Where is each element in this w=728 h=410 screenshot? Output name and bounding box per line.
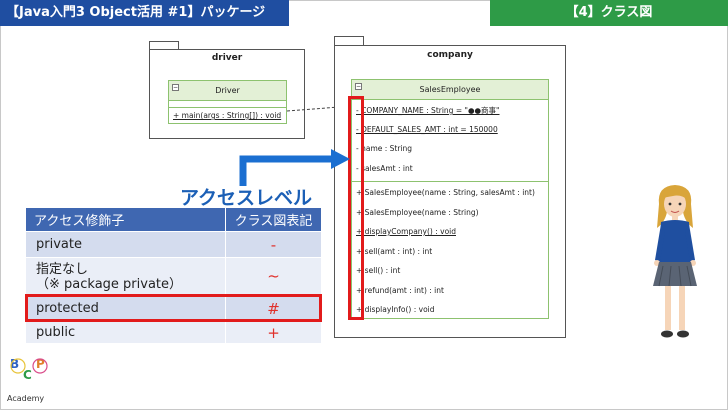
- modifier-cell: 指定なし （※ package private）: [25, 257, 226, 296]
- collapse-icon: −: [172, 84, 179, 91]
- table-row: public +: [25, 321, 322, 344]
- attribute-default-sales-amt: - DEFAULT_SALES_AMT : int = 150000: [356, 125, 498, 134]
- collapse-icon: −: [355, 83, 362, 90]
- method-refund: + refund(amt : int) : int: [356, 286, 444, 295]
- sales-employee-header: − SalesEmployee: [352, 80, 548, 100]
- symbol-cell: +: [225, 321, 322, 344]
- driver-package-tab: [149, 41, 179, 50]
- table-row: private -: [25, 231, 322, 258]
- driver-method: + main(args : String[]) : void: [173, 111, 282, 120]
- driver-class-name: Driver: [215, 86, 240, 95]
- method-display-company: + displayCompany() : void: [356, 227, 456, 236]
- header-notation: クラス図表記: [225, 207, 322, 232]
- logo-letter-c: C: [23, 368, 32, 382]
- symbol-cell: -: [225, 231, 322, 258]
- bcp-academy-logo: B C P Academy: [5, 356, 51, 408]
- sales-employee-class: − SalesEmployee - COMPANY_NAME : String …: [351, 79, 549, 319]
- sales-employee-divider: [352, 181, 548, 182]
- table-header-row: アクセス修飾子 クラス図表記: [25, 207, 322, 232]
- method-sell: + sell() : int: [356, 266, 401, 275]
- protected-row-highlight: [25, 294, 322, 322]
- company-package-tab: [334, 36, 364, 46]
- sales-employee-class-name: SalesEmployee: [419, 85, 481, 94]
- logo-shape: [10, 358, 48, 374]
- driver-class-header: − Driver: [169, 81, 286, 101]
- lesson-title-banner: 【Java入門3 Object活用 #1】パッケージ: [0, 0, 289, 26]
- symbol-cell: ~: [225, 257, 322, 296]
- logo-letter-p: P: [36, 357, 45, 371]
- driver-class: − Driver + main(args : String[]) : void: [168, 80, 287, 124]
- modifier-line2: （※ package private）: [36, 276, 183, 292]
- attribute-sales-amt: - salesAmt : int: [356, 164, 413, 173]
- modifier-cell: private: [25, 231, 226, 258]
- logo-letter-b: B: [10, 357, 20, 371]
- driver-class-divider: [169, 107, 286, 108]
- driver-package-name: driver: [211, 53, 243, 63]
- modifier-line1: 指定なし: [36, 261, 89, 277]
- presenter-illustration: [653, 185, 697, 338]
- visibility-column-highlight: [348, 96, 364, 320]
- header-modifier: アクセス修飾子: [25, 207, 226, 232]
- method-constructor-1: + SalesEmployee(name : String): [356, 208, 479, 217]
- pointer-arrow: [239, 149, 350, 186]
- modifier-cell: public: [25, 321, 226, 344]
- attribute-name: - name : String: [356, 144, 413, 153]
- table-row: 指定なし （※ package private） ~: [25, 257, 322, 296]
- method-sell-amt: + sell(amt : int) : int: [356, 247, 433, 256]
- attribute-company-name: - COMPANY_NAME : String = "●●商事": [356, 106, 500, 115]
- method-display-info: + displayInfo() : void: [356, 305, 435, 314]
- logo-text: Academy: [7, 394, 45, 403]
- method-constructor-2: + SalesEmployee(name : String, salesAmt …: [356, 188, 535, 197]
- table-row: protected #: [25, 295, 322, 322]
- company-package-name: company: [427, 50, 473, 60]
- access-level-title: アクセスレベル: [180, 187, 313, 209]
- section-title-banner: 【4】クラス図: [490, 0, 728, 26]
- access-level-table: アクセス修飾子 クラス図表記 private - 指定なし （※ package…: [25, 207, 322, 344]
